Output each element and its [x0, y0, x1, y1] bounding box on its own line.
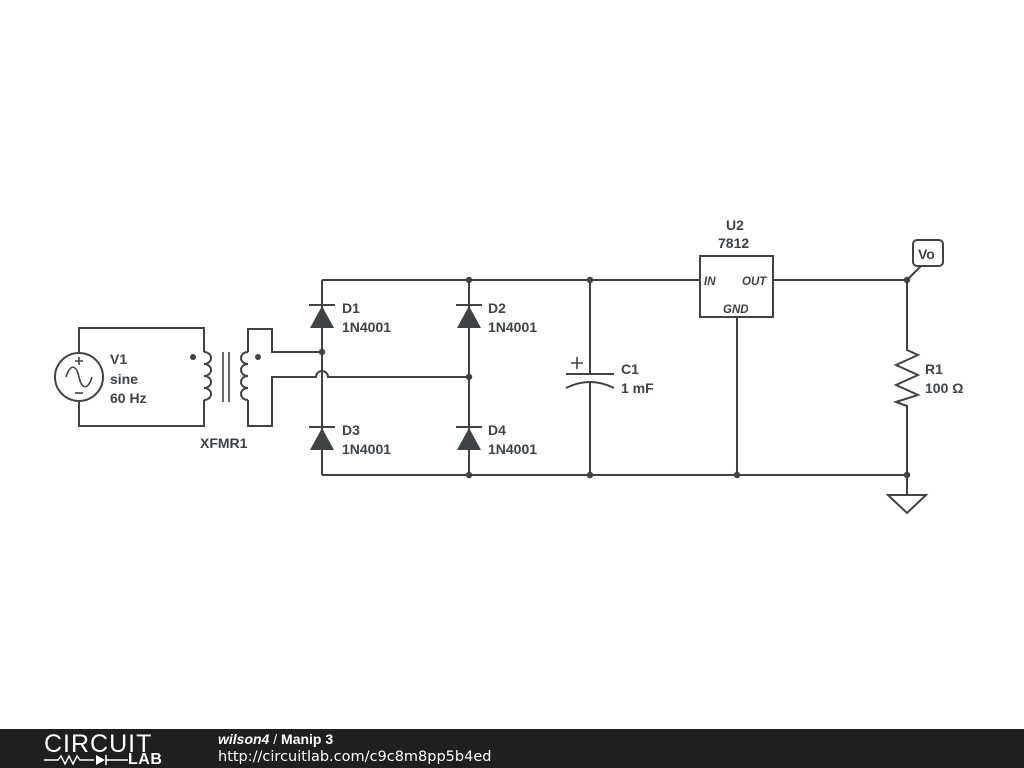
- d2-ref-label: D2: [488, 300, 506, 316]
- title-separator: /: [269, 731, 282, 747]
- vo-label-text: Vo: [918, 246, 935, 262]
- footer-bar: CIRCUIT LAB wilson4 / Manip 3 http://cir…: [0, 729, 1024, 768]
- secondary-coil: [240, 351, 249, 401]
- d1-triangle: [310, 306, 334, 328]
- d3-part-label: 1N4001: [342, 441, 391, 457]
- u2-ref-label: U2: [726, 217, 744, 233]
- junction-dot: [586, 276, 594, 284]
- d4-ref-label: D4: [488, 422, 506, 438]
- diode-d2[interactable]: [456, 304, 482, 328]
- author-link[interactable]: wilson4: [218, 731, 270, 747]
- diode-d3[interactable]: [309, 426, 335, 450]
- u2-part-label: 7812: [718, 235, 749, 251]
- schematic-canvas: V1 sine 60 Hz XFMR1 D1 1N4001 D2 1N4001 …: [54, 217, 963, 515]
- v1-type-label: sine: [110, 371, 138, 387]
- c1-plus-sign: [571, 357, 583, 369]
- junction-dot: [586, 471, 594, 479]
- d3-ref-label: D3: [342, 422, 360, 438]
- xfmr1-ref-label: XFMR1: [200, 435, 248, 451]
- logo-lab-text: LAB: [128, 751, 163, 768]
- junction-dot: [903, 471, 911, 479]
- secondary-dot: [255, 354, 261, 360]
- c1-ref-label: C1: [621, 361, 639, 377]
- d3-triangle: [310, 428, 334, 450]
- d1-ref-label: D1: [342, 300, 360, 316]
- regulator-u2[interactable]: IN OUT GND: [699, 255, 774, 318]
- ground-symbol[interactable]: [885, 475, 929, 515]
- v1-ref-label: V1: [110, 351, 127, 367]
- v1-freq-label: 60 Hz: [110, 390, 147, 406]
- transformer-xfmr1[interactable]: [190, 328, 469, 427]
- net-label-vo[interactable]: Vo: [906, 239, 944, 281]
- u2-pin-in: IN: [704, 276, 716, 288]
- r1-value-label: 100 Ω: [925, 380, 963, 396]
- r1-symbol: [892, 280, 921, 475]
- d4-triangle: [457, 428, 481, 450]
- ground-triangle: [885, 494, 929, 515]
- sine-wave-icon: [65, 366, 93, 388]
- wire-v1-top: [78, 327, 205, 352]
- u2-pin-out: OUT: [742, 276, 767, 288]
- junction-dot: [903, 276, 911, 284]
- voltage-source-v1[interactable]: [54, 327, 205, 427]
- logo-circuit-icon: [44, 754, 128, 766]
- primary-dot: [190, 354, 196, 360]
- wire-sec-top: [247, 328, 322, 353]
- junction-dot: [318, 348, 326, 356]
- junction-dot: [465, 471, 473, 479]
- capacitor-c1[interactable]: [565, 280, 615, 475]
- junction-dot: [733, 471, 741, 479]
- diode-d1[interactable]: [309, 304, 335, 328]
- circuit-title-line: wilson4 / Manip 3: [218, 731, 333, 748]
- wire-sec-bottom: [247, 370, 469, 427]
- d2-triangle: [457, 306, 481, 328]
- plus-sign: [75, 357, 83, 365]
- junction-dot: [465, 276, 473, 284]
- u2-body: [699, 255, 774, 318]
- u2-pin-gnd: GND: [723, 304, 749, 316]
- vo-box: [912, 239, 944, 267]
- junction-dots: [318, 276, 911, 479]
- primary-coil: [203, 351, 212, 401]
- d4-part-label: 1N4001: [488, 441, 537, 457]
- circuit-url-link[interactable]: http://circuitlab.com/c9c8m8pp5b4ed: [218, 749, 492, 765]
- d1-part-label: 1N4001: [342, 319, 391, 335]
- logo-circuit-text: CIRCUIT: [44, 730, 153, 758]
- diode-d4[interactable]: [456, 426, 482, 450]
- junction-dot: [465, 373, 473, 381]
- r1-ref-label: R1: [925, 361, 943, 377]
- circuit-title: Manip 3: [281, 731, 334, 747]
- wire-v1-bottom: [78, 400, 205, 427]
- d2-part-label: 1N4001: [488, 319, 537, 335]
- resistor-r1[interactable]: [892, 280, 921, 475]
- vo-leader: [906, 265, 922, 281]
- c1-value-label: 1 mF: [621, 380, 654, 396]
